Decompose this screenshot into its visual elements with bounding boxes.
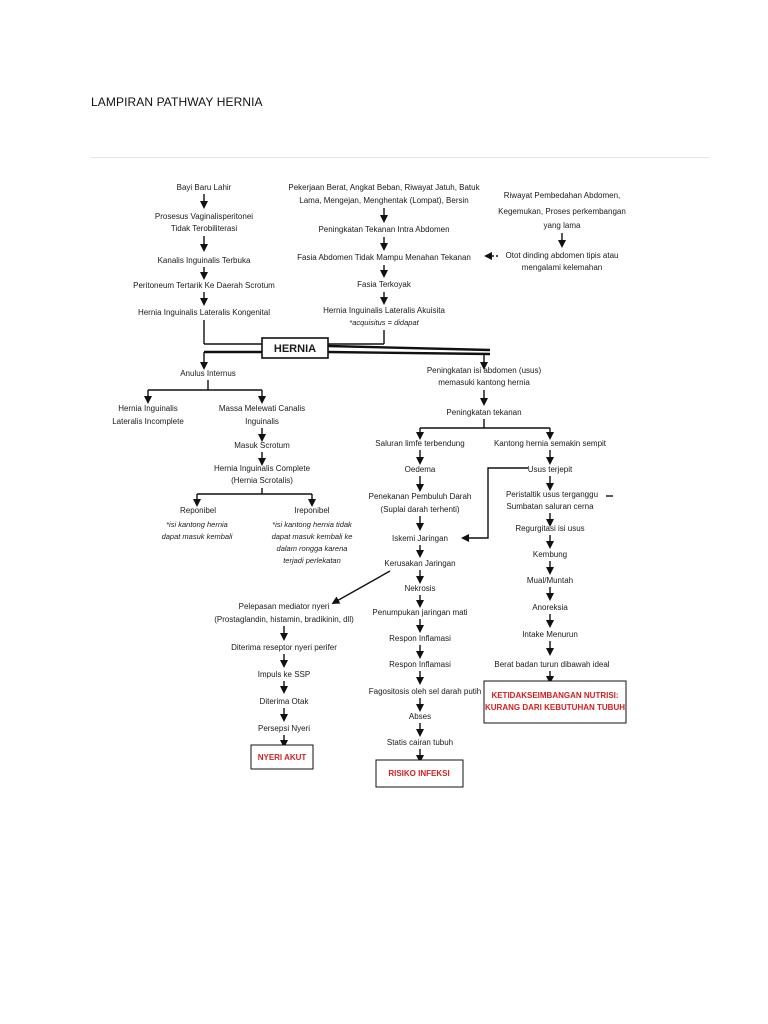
node-otot-1: Otot dinding abdomen tipis atau xyxy=(506,251,619,260)
node-complete-1: Hernia Inguinalis Complete xyxy=(214,464,311,473)
right-branch-upper: Peningkatan isi abdomen (usus) memasuki … xyxy=(416,366,554,440)
node-nekrosis: Nekrosis xyxy=(404,584,435,593)
node-isi-abdomen-2: memasuki kantong hernia xyxy=(438,378,530,387)
node-tekanan-intra: Peningkatan Tekanan Intra Abdomen xyxy=(318,225,449,234)
divider xyxy=(91,157,709,158)
node-saluran-limfe: Saluran limfe terbendung xyxy=(375,439,464,448)
node-diterima-otak: Diterima Otak xyxy=(260,697,310,706)
node-otot-2: mengalami kelemahan xyxy=(522,263,603,272)
node-peristaltik: Peristaltik usus terganggu xyxy=(506,490,598,499)
node-ireponibel: Ireponibel xyxy=(294,506,329,515)
node-diterima-reseptor: Diterima reseptor nyeri perifer xyxy=(231,643,337,652)
hernia-line-right-2 xyxy=(327,350,491,356)
node-penekanan-1: Penekanan Pembuluh Darah xyxy=(369,492,472,501)
node-fasia-tidak: Fasia Abdomen Tidak Mampu Menahan Tekana… xyxy=(297,253,471,262)
node-impuls: Impuls ke SSP xyxy=(258,670,310,679)
left-column: Bayi Baru Lahir Prosesus Vaginalisperito… xyxy=(133,183,275,344)
node-iskemi: Iskemi Jaringan xyxy=(392,534,448,543)
node-fagositosis: Fagositosis oleh sel darah putih xyxy=(369,687,482,696)
node-pekerjaan-1: Pekerjaan Berat, Angkat Beban, Riwayat J… xyxy=(288,183,480,192)
node-penumpukan: Penumpukan jaringan mati xyxy=(372,608,467,617)
node-riwayat-1: Riwayat Pembedahan Abdomen, xyxy=(504,191,621,200)
node-ireponibel-note-3: dalam rongga karena xyxy=(277,544,348,553)
node-bayi: Bayi Baru Lahir xyxy=(177,183,232,192)
node-ireponibel-note-2: dapat masuk kembali ke xyxy=(272,532,353,541)
node-prosesus-2: Tidak Terobiliterasi xyxy=(171,224,237,233)
node-statis: Statis cairan tubuh xyxy=(387,738,453,747)
node-pekerjaan-2: Lama, Mengejan, Menghentak (Lompat), Ber… xyxy=(299,196,468,205)
hernia-line-right-1 xyxy=(327,344,491,352)
node-kerusakan: Kerusakan Jaringan xyxy=(384,559,455,568)
node-reponibel-note-2: dapat masuk kembali xyxy=(162,532,233,541)
node-usus-terjepit: Usus terjepit xyxy=(528,465,573,474)
arrow-usus-to-iskemi xyxy=(461,467,528,542)
hernia-box xyxy=(261,337,329,359)
pain-chain: Pelepasan mediator nyeri (Prostaglandin,… xyxy=(214,570,391,770)
node-kanalis: Kanalis Inguinalis Terbuka xyxy=(158,256,251,265)
node-akuisita: Hernia Inguinalis Lateralis Akuisita xyxy=(323,306,445,315)
node-sumbatan: Sumbatan saluran cerna xyxy=(506,502,594,511)
node-penekanan-2: (Suplai darah terhenti) xyxy=(380,505,459,514)
node-reponibel-note-1: *isi kantong hernia xyxy=(166,520,228,529)
right-lower-chain: Kantong hernia semakin sempit Usus terje… xyxy=(461,439,627,724)
node-incomplete-1: Hernia Inguinalis xyxy=(118,404,178,413)
node-isi-abdomen-1: Peningkatan isi abdomen (usus) xyxy=(427,366,542,375)
node-regurgitasi: Regurgitasi isi usus xyxy=(515,524,584,533)
node-pelepasan-2: (Prostaglandin, histamin, bradikinin, dl… xyxy=(214,615,354,624)
node-incomplete-2: Lateralis Incomplete xyxy=(112,417,184,426)
node-complete-2: (Hernia Scrotalis) xyxy=(231,476,293,485)
node-peningkatan-tekanan: Peningkatan tekanan xyxy=(446,408,521,417)
dx-nyeri-box xyxy=(250,744,314,770)
node-abses: Abses xyxy=(409,712,431,721)
dx-nutrisi-2: KURANG DARI KEBUTUHAN TUBUH xyxy=(485,703,625,712)
dx-nutrisi-1: KETIDAKSEIMBANGAN NUTRISI: xyxy=(491,691,618,700)
node-oedema: Oedema xyxy=(405,465,436,474)
node-hernia: HERNIA xyxy=(274,343,316,355)
node-prosesus-1: Prosesus Vaginalisperitonei xyxy=(155,212,253,221)
node-riwayat-3: yang lama xyxy=(544,221,581,230)
dx-nyeri-akut: NYERI AKUT xyxy=(258,753,307,762)
dx-infeksi-box xyxy=(375,759,464,788)
node-kantong-sempit: Kantong hernia semakin sempit xyxy=(494,439,607,448)
node-akuisita-note: *acquisitus = didapat xyxy=(349,318,419,327)
node-peritoneum: Peritoneum Tertarik Ke Daerah Scrotum xyxy=(133,281,275,290)
node-respon-2: Respon Inflamasi xyxy=(389,660,451,669)
node-ireponibel-note-4: terjadi perlekatan xyxy=(283,556,341,565)
node-fasia-terkoyak: Fasia Terkoyak xyxy=(357,280,412,289)
node-respon-1: Respon Inflamasi xyxy=(389,634,451,643)
dx-risiko-infeksi: RISIKO INFEKSI xyxy=(388,769,449,778)
page-title: LAMPIRAN PATHWAY HERNIA xyxy=(91,95,263,109)
hernia-bar: HERNIA xyxy=(200,337,491,370)
node-massa-2: Inguinalis xyxy=(245,417,279,426)
node-berat-badan: Berat badan turun dibawah ideal xyxy=(494,660,609,669)
node-persepsi: Persepsi Nyeri xyxy=(258,724,310,733)
node-kembung: Kembung xyxy=(533,550,567,559)
node-masuk-scrotum: Masuk Scrotum xyxy=(234,441,290,450)
middle-lower-chain: Saluran limfe terbendung Oedema Penekana… xyxy=(369,439,482,788)
middle-column: Pekerjaan Berat, Angkat Beban, Riwayat J… xyxy=(288,183,481,344)
node-riwayat-2: Kegemukan, Proses perkembangan xyxy=(498,207,626,216)
node-ireponibel-note-1: *isi kantong hernia tidak xyxy=(272,520,353,529)
arrow-kerusakan-to-pelepasan xyxy=(331,570,391,604)
node-intake: Intake Menurun xyxy=(522,630,578,639)
right-column: Riwayat Pembedahan Abdomen, Kegemukan, P… xyxy=(484,191,626,272)
node-pelepasan-1: Pelepasan mediator nyeri xyxy=(239,602,330,611)
node-anoreksia: Anoreksia xyxy=(532,603,568,612)
node-mual: Mual/Muntah xyxy=(527,576,573,585)
node-massa-1: Massa Melewati Canalis xyxy=(219,404,305,413)
node-kongenital: Hernia Inguinalis Lateralis Kongenital xyxy=(138,308,270,317)
left-branch: Anulus Internus Hernia Inguinalis Latera… xyxy=(112,369,353,565)
node-reponibel: Reponibel xyxy=(180,506,216,515)
node-anulus: Anulus Internus xyxy=(180,369,236,378)
dx-nutrisi-box xyxy=(483,680,627,724)
